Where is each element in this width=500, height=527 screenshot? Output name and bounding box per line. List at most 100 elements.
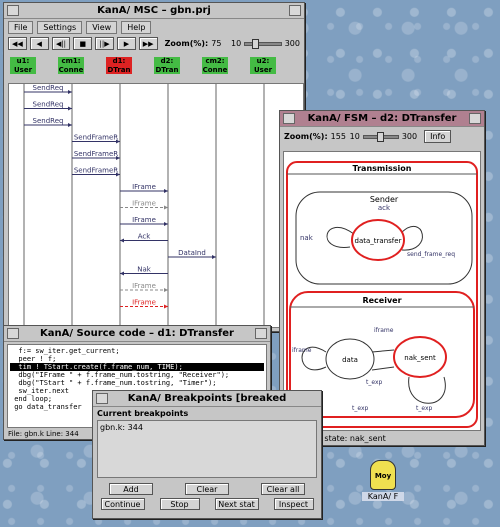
lane-header[interactable]: d1:DTran [106, 57, 132, 81]
recv-iframe1-label: iframe [292, 347, 312, 354]
window-menu-icon[interactable] [283, 113, 295, 124]
breakpoint-item[interactable]: gbn.k: 344 [100, 423, 143, 432]
inspect-button[interactable]: Inspect [273, 498, 314, 510]
menu-view[interactable]: View [86, 21, 118, 34]
message-label: SendReq [33, 101, 64, 109]
add-button[interactable]: Add [109, 483, 153, 495]
step-back-button[interactable]: ◀|| [51, 37, 71, 50]
code-line[interactable]: end loop; [10, 395, 53, 403]
data-to-naksent [371, 349, 395, 353]
message-label: IFrame [132, 282, 156, 290]
code-line[interactable]: f:= sw_iter.get_current; [10, 347, 120, 355]
lane-id: u1: [10, 57, 36, 66]
lane-name: Conne [58, 66, 84, 74]
zoom-max: 300 [284, 39, 300, 48]
maximize-icon[interactable] [469, 113, 481, 124]
stop-breakpoint-button[interactable]: Stop [159, 498, 200, 510]
arrow-head [116, 156, 120, 160]
lane-name: DTran [154, 66, 180, 74]
menu-file[interactable]: File [8, 21, 34, 34]
lane-header[interactable]: cm2:Conne [202, 57, 228, 81]
arrow-head [212, 255, 216, 259]
code-line[interactable]: sw_iter.next [10, 387, 70, 395]
zoom-slider[interactable] [244, 38, 282, 49]
fsm-zoom-min: 10 [349, 132, 360, 141]
lane-header[interactable]: u2:User [250, 57, 276, 81]
message-label: IFrame [132, 200, 156, 208]
step-forward-button[interactable]: ||▶ [95, 37, 114, 50]
rewind-fast-button[interactable]: ◀◀ [8, 37, 27, 50]
nak-sent-state[interactable] [393, 336, 447, 378]
message-label: SendFrameR [74, 167, 118, 175]
message-label: SendReq [33, 117, 64, 125]
code-line[interactable]: dbg("TStart " + f.frame_num.tostring, "T… [10, 379, 217, 387]
play-button[interactable]: ▶ [116, 37, 136, 50]
window-menu-icon[interactable] [96, 393, 108, 404]
fsm-titlebar[interactable]: KanA/ FSM – d2: DTransfer [280, 111, 484, 127]
recv-texp1-label: t_exp [366, 379, 382, 386]
fsm-zoom-slider[interactable] [362, 131, 399, 142]
lane-header[interactable]: d2:DTran [154, 57, 180, 81]
desktop-icon-kana[interactable]: Moy KanA/ F [362, 460, 404, 508]
info-button[interactable]: Info [424, 130, 452, 143]
sender-region [295, 191, 473, 285]
data-transfer-state[interactable] [351, 219, 405, 261]
lane-header[interactable]: cm1:Conne [58, 57, 84, 81]
lane-name: User [10, 66, 36, 74]
fsm-zoom-value: 155 [330, 132, 346, 141]
code-line-current[interactable]: tim ! TStart.create(f.frame_num, TIME); [10, 363, 264, 371]
arrow-head [120, 271, 124, 276]
clear-button[interactable]: Clear [185, 483, 229, 495]
data-state[interactable] [325, 338, 375, 380]
msc-window: KanA/ MSC – gbn.prj File Settings View H… [3, 2, 305, 332]
lane-header[interactable]: u1:User [10, 57, 36, 81]
clear-all-button[interactable]: Clear all [261, 483, 305, 495]
code-line[interactable]: go data_transfer [10, 403, 82, 411]
receiver-region [289, 291, 475, 418]
arrow-head [120, 238, 124, 243]
fsm-diagram-svg: Transmission Sender ack nak send_frame_r… [286, 161, 478, 428]
breakpoints-buttons-row1: Add Clear Clear all [93, 483, 321, 495]
zoom-value: 75 [211, 39, 222, 48]
continue-button[interactable]: Continue [100, 498, 145, 510]
fsm-title: KanA/ FSM – d2: DTransfer [307, 113, 457, 124]
code-line[interactable]: peer ! f; [10, 355, 57, 363]
naksent-self-loop [408, 376, 446, 404]
next-stat-button[interactable]: Next stat [214, 498, 259, 510]
recv-iframe2-label: iframe [374, 327, 394, 334]
data-transfer-state-label: data_transfer [355, 237, 402, 245]
breakpoints-header: Current breakpoints [97, 409, 189, 418]
maximize-icon[interactable] [255, 328, 267, 339]
fsm-canvas[interactable]: Transmission Sender ack nak send_frame_r… [283, 151, 481, 431]
window-menu-icon[interactable] [7, 328, 19, 339]
lane-name: User [250, 66, 276, 74]
fsm-zoom-slider-knob[interactable] [376, 131, 384, 142]
fast-forward-button[interactable]: ▶▶ [138, 37, 158, 50]
menu-settings[interactable]: Settings [37, 21, 83, 34]
data-self-loop [301, 346, 327, 371]
recv-texp2-label: t_exp [352, 405, 368, 412]
window-menu-icon[interactable] [7, 5, 19, 16]
lane-name: DTran [106, 66, 132, 74]
message-label: SendFrameR [74, 150, 118, 158]
source-titlebar[interactable]: KanA/ Source code – d1: DTransfer [4, 326, 270, 342]
zoom-slider-knob[interactable] [252, 38, 260, 49]
msc-titlebar[interactable]: KanA/ MSC – gbn.prj [4, 3, 304, 19]
breakpoints-titlebar[interactable]: KanA/ Breakpoints [breaked [93, 391, 321, 407]
maximize-icon[interactable] [289, 5, 301, 16]
message-label: IFrame [132, 183, 156, 191]
breakpoints-list[interactable]: gbn.k: 344 [97, 420, 317, 478]
msc-menubar: File Settings View Help [4, 19, 304, 36]
menu-help[interactable]: Help [121, 21, 152, 34]
desktop-icon-label: KanA/ F [362, 492, 404, 501]
breakpoints-window: KanA/ Breakpoints [breaked Current break… [92, 390, 322, 519]
stop-button[interactable]: ■ [73, 37, 93, 50]
lane-id: cm2: [202, 57, 228, 66]
code-line[interactable]: dbg("IFrame " + f.frame_num.tostring, "R… [10, 371, 230, 379]
sender-label: Sender [370, 195, 399, 204]
breakpoints-buttons-row2: Continue Stop Next stat Inspect [93, 498, 321, 510]
arrow-head [68, 106, 72, 111]
rewind-button[interactable]: ◀ [29, 37, 49, 50]
